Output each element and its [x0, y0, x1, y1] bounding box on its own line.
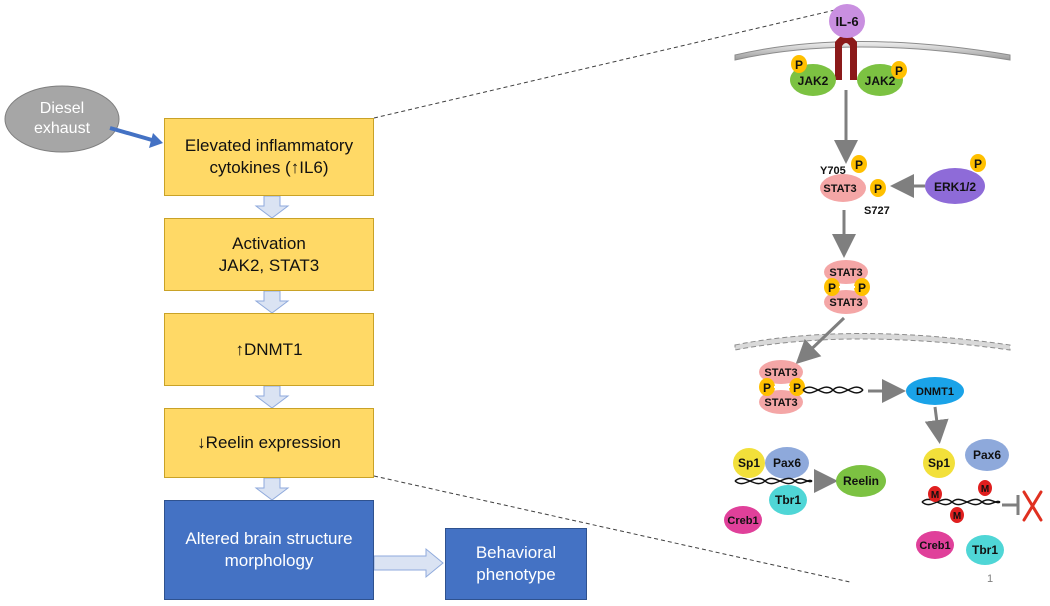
brain-structure-text: Altered brain structure morphology: [185, 529, 353, 570]
reelin-label: Reelin: [843, 474, 879, 488]
svg-text:STAT3: STAT3: [764, 367, 797, 379]
phospho-erk: P: [970, 154, 986, 172]
tbr1-label-active: Tbr1: [775, 493, 801, 507]
dna-strand-active: [734, 477, 813, 485]
sp1-label-active: Sp1: [738, 456, 760, 470]
il6-node: [829, 4, 865, 38]
dna-strand-methylated: [921, 498, 1001, 506]
svg-text:P: P: [858, 281, 866, 295]
reelin-node: [836, 465, 886, 497]
diesel-exhaust-node: [4, 85, 120, 153]
dimer-to-nucleus-arrow: [795, 316, 846, 365]
down-arrow-4: [254, 477, 290, 501]
cytokines-text: Elevated inflammatory cytokines (↑IL6): [184, 136, 354, 177]
jak2-left-label: JAK2: [798, 74, 829, 88]
brain-structure-box: Altered brain structure morphology: [164, 500, 374, 600]
svg-text:P: P: [828, 281, 836, 295]
svg-text:P: P: [895, 64, 903, 78]
methyl-mark-2: M: [978, 480, 992, 496]
right-arrow-phenotype: [373, 547, 444, 579]
svg-text:M: M: [981, 484, 989, 495]
phospho-jak2-left: P: [791, 55, 807, 73]
diesel-exhaust-label-line1: Diesel: [40, 100, 84, 117]
cell-membrane: [734, 41, 1011, 61]
cytokines-box: Elevated inflammatory cytokines (↑IL6): [164, 118, 374, 196]
sp1-node-active: [733, 448, 765, 478]
behavioral-phenotype-box: Behavioral phenotype: [445, 528, 587, 600]
svg-text:STAT3: STAT3: [829, 297, 862, 309]
methyl-mark-3: M: [950, 507, 964, 523]
phospho-jak2-right: P: [891, 61, 907, 79]
creb1-label-active: Creb1: [727, 515, 758, 527]
stat3-node: [820, 174, 866, 202]
il6-label: IL-6: [835, 14, 858, 29]
svg-text:STAT3: STAT3: [764, 397, 797, 409]
svg-text:P: P: [874, 182, 882, 196]
stat3-label: STAT3: [823, 183, 856, 195]
pax6-node-active: [765, 447, 809, 479]
tbr1-node-repressed: [966, 535, 1004, 565]
phospho-y705: P: [851, 155, 867, 173]
pax6-node-repressed: [965, 439, 1009, 471]
down-arrow-1: [254, 195, 290, 219]
svg-text:P: P: [793, 381, 801, 395]
reelin-box: ↓Reelin expression: [164, 408, 374, 478]
svg-text:STAT3: STAT3: [829, 267, 862, 279]
svg-text:M: M: [953, 511, 961, 522]
sp1-label-repressed: Sp1: [928, 456, 950, 470]
activation-box: Activation JAK2, STAT3: [164, 218, 374, 291]
stat3-dimer: STAT3 STAT3 P P: [824, 260, 870, 314]
dnmt1-node: [906, 377, 964, 405]
methyl-mark-1: M: [928, 486, 942, 502]
pax6-label-repressed: Pax6: [973, 448, 1001, 462]
sp1-node-repressed: [923, 448, 955, 478]
svg-text:P: P: [763, 381, 771, 395]
tbr1-label-repressed: Tbr1: [972, 543, 998, 557]
dnmt1-label: DNMT1: [916, 386, 954, 398]
tbr1-node-active: [769, 485, 807, 515]
creb1-node-repressed: [916, 531, 954, 559]
reelin-text: ↓Reelin expression: [197, 433, 341, 452]
dnmt1-down-arrow: [924, 406, 949, 444]
il6-receptor: [835, 35, 857, 80]
dna-strand-stat3: [802, 386, 864, 394]
stat3-dimer-dna: STAT3 STAT3 P P: [759, 360, 805, 414]
erk-node: [925, 168, 985, 204]
dnmt1-box: ↑DNMT1: [164, 313, 374, 386]
svg-text:M: M: [931, 490, 939, 501]
behavioral-phenotype-text: Behavioral phenotype: [475, 543, 557, 584]
zoom-line-top: [373, 9, 836, 119]
pax6-label-active: Pax6: [773, 456, 801, 470]
creb1-label-repressed: Creb1: [919, 540, 950, 552]
s727-label: S727: [864, 205, 890, 217]
down-arrow-3: [254, 385, 290, 409]
nuclear-membrane: [734, 333, 1011, 351]
zoom-line-bottom: [373, 475, 851, 583]
down-arrow-2: [254, 290, 290, 314]
diesel-arrowhead: [149, 133, 163, 148]
svg-text:P: P: [974, 157, 982, 171]
phospho-s727: P: [870, 179, 886, 197]
activation-text: Activation JAK2, STAT3: [218, 233, 320, 275]
diesel-to-cytokines-arrow: [109, 126, 153, 142]
page-number: 1: [987, 573, 993, 585]
svg-text:P: P: [795, 58, 803, 72]
jak2-right-label: JAK2: [865, 74, 896, 88]
blocked-x-icon: [1022, 490, 1043, 522]
erk-label: ERK1/2: [934, 180, 976, 194]
y705-label: Y705: [820, 165, 846, 177]
diesel-exhaust-label-line2: exhaust: [34, 120, 91, 137]
svg-text:P: P: [855, 158, 863, 172]
creb1-node-active: [724, 506, 762, 534]
dnmt1-text: ↑DNMT1: [235, 339, 303, 359]
